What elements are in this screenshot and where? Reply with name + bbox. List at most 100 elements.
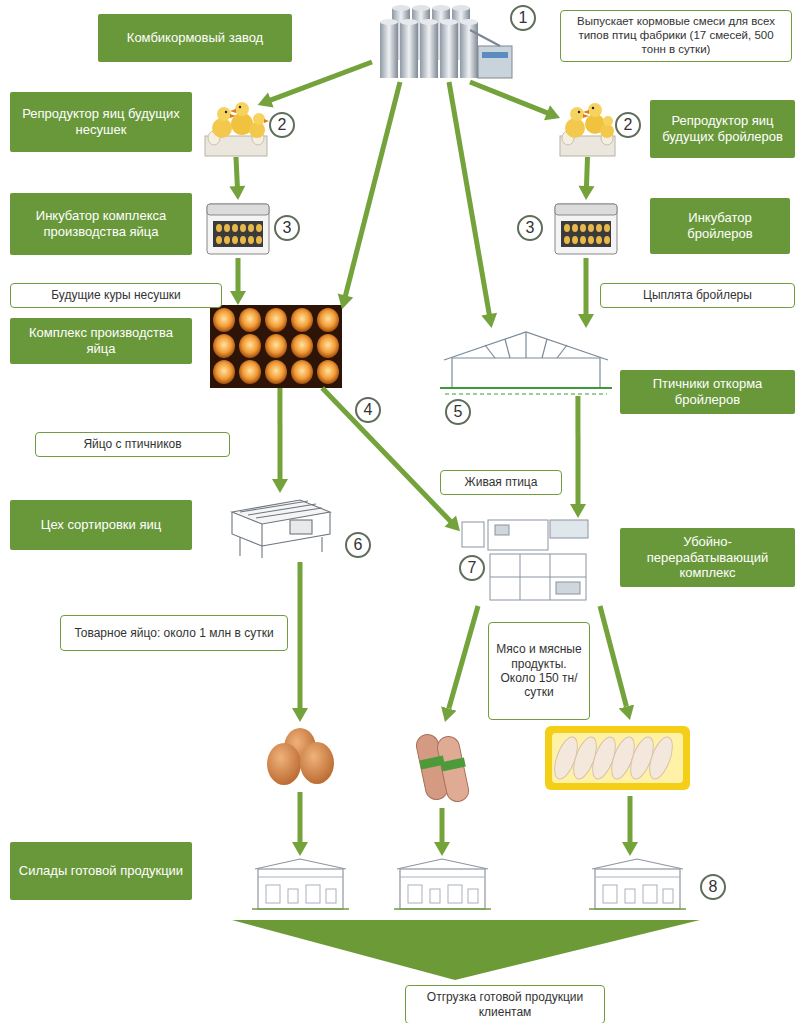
callout-number: 3 (274, 215, 300, 241)
flow-arrow (578, 157, 594, 200)
process-box: Цех сортировки яиц (10, 500, 192, 550)
warehouse-drawing (252, 859, 349, 909)
box-label: Репродуктор яиц будущих несушек (17, 106, 185, 137)
note-box: Будущие куры несушки (10, 283, 222, 308)
note-box: Живая птица (440, 470, 562, 495)
flow-arrow (230, 258, 246, 305)
station-node: 4 (210, 305, 342, 388)
box-label: Птичники откорма бройлеров (627, 376, 788, 407)
arrow-shaft (586, 157, 587, 187)
arrow-shaft (345, 82, 400, 297)
arrow-shaft (236, 157, 237, 187)
sorter-drawing (232, 500, 330, 558)
arrow-head (230, 291, 246, 305)
merge-triangle (232, 920, 700, 980)
arrow-head (578, 186, 594, 200)
station-node: 7 (460, 518, 590, 606)
arrow-shaft (235, 258, 240, 292)
arrow-shaft (470, 82, 548, 113)
flow-arrow (300, 562, 630, 842)
flow-arrow (272, 388, 288, 493)
process-box: Силады готовой продукции (10, 842, 192, 900)
station-node: 2 (560, 105, 615, 157)
station-node: 3 (207, 200, 269, 258)
process-box: Убойно-перерабатывающий комплекс (620, 528, 795, 587)
box-label: Будущие куры несушки (51, 288, 181, 302)
process-box: Репродуктор яиц будущих бройлеров (650, 100, 795, 158)
arrow-head (272, 479, 288, 493)
box-label: Комплекс производства яйца (17, 325, 185, 356)
chicks-picture (205, 102, 269, 156)
eggs-product-picture (267, 728, 334, 785)
flow-arrow (449, 82, 497, 328)
callout-number: 7 (459, 555, 485, 581)
meat-tray-picture (545, 726, 690, 790)
station-node: 6 (228, 493, 332, 558)
box-label: Инкубатор бройлеров (657, 210, 783, 241)
warehouse-drawing (589, 859, 686, 909)
flow-arrow (570, 396, 586, 518)
sausage-picture (414, 732, 470, 803)
callout-number: 1 (510, 5, 536, 31)
arrow-head (445, 516, 460, 532)
note-box: Выпускает кормовые смеси для всех типов … (560, 10, 792, 62)
process-box: Инкубатор бройлеров (650, 198, 790, 254)
arrow-head (544, 105, 560, 120)
arrow-shaft (322, 388, 451, 522)
callout-number: 8 (700, 874, 726, 900)
station-node: 1 (372, 2, 512, 82)
callout-number: 3 (517, 215, 543, 241)
process-box: Инкубатор комплекса производства яйца (10, 193, 192, 255)
box-label: Выпускает кормовые смеси для всех типов … (567, 15, 785, 56)
box-label: Отгрузка готовой продукции клиентам (412, 990, 598, 1019)
arrow-head (570, 504, 586, 518)
chicks-picture (560, 103, 615, 156)
arrow-shaft (584, 258, 589, 315)
note-box: Мясо и мясные продукты. Около 150 тн/сут… (488, 622, 590, 720)
callout-number: 5 (445, 399, 471, 425)
box-label: Мясо и мясные продукты. Около 150 тн/сут… (495, 642, 583, 700)
feed-mill-picture (380, 5, 512, 78)
arrow-head (338, 294, 354, 310)
shed-drawing (440, 332, 612, 394)
box-label: Силады готовой продукции (19, 863, 183, 879)
box-label: Цех сортировки яиц (41, 517, 161, 533)
note-box: Отгрузка готовой продукции клиентам (405, 985, 605, 1023)
process-box: Комбикормовый завод (98, 14, 292, 62)
flow-arrow (470, 82, 560, 120)
process-box: Птичники откорма бройлеров (620, 370, 795, 414)
box-label: Живая птица (465, 475, 538, 489)
arrow-head (229, 186, 245, 200)
flow-arrow (258, 62, 372, 108)
note-box: Товарное яйцо: около 1 млн в сутки (60, 615, 288, 651)
arrow-shaft (449, 82, 489, 315)
flow-arrow (578, 258, 594, 328)
arrow-head (578, 314, 594, 328)
station-node: 3 (555, 200, 617, 258)
note-box: Цыплята бройлеры (600, 283, 795, 308)
arrow-head (481, 313, 497, 328)
warehouse-drawing (394, 859, 491, 909)
flow-arrow (322, 388, 460, 531)
eggs-picture (210, 305, 342, 388)
callout-number: 2 (615, 112, 641, 138)
process-box: Комплекс производства яйца (10, 318, 192, 364)
process-box: Репродуктор яиц будущих несушек (10, 92, 192, 152)
incubator-picture (207, 204, 269, 254)
callout-number: 2 (269, 112, 295, 138)
arrow-shaft (575, 396, 580, 505)
note-box: Яйцо с птичников (35, 432, 230, 457)
box-label: Инкубатор комплекса производства яйца (17, 208, 185, 239)
station-node: 2 (205, 105, 267, 157)
flow-arrow (338, 82, 400, 309)
flow-arrow (229, 157, 245, 200)
incubator-picture (555, 204, 617, 254)
box-label: Яйцо с птичников (83, 437, 181, 451)
callout-number: 6 (345, 532, 371, 558)
box-label: Репродуктор яиц будущих бройлеров (657, 113, 788, 144)
box-label: Комбикормовый завод (127, 30, 263, 46)
station-node: 5 (440, 328, 612, 396)
box-label: Убойно-перерабатывающий комплекс (627, 534, 788, 581)
box-label: Товарное яйцо: около 1 млн в сутки (74, 626, 273, 640)
